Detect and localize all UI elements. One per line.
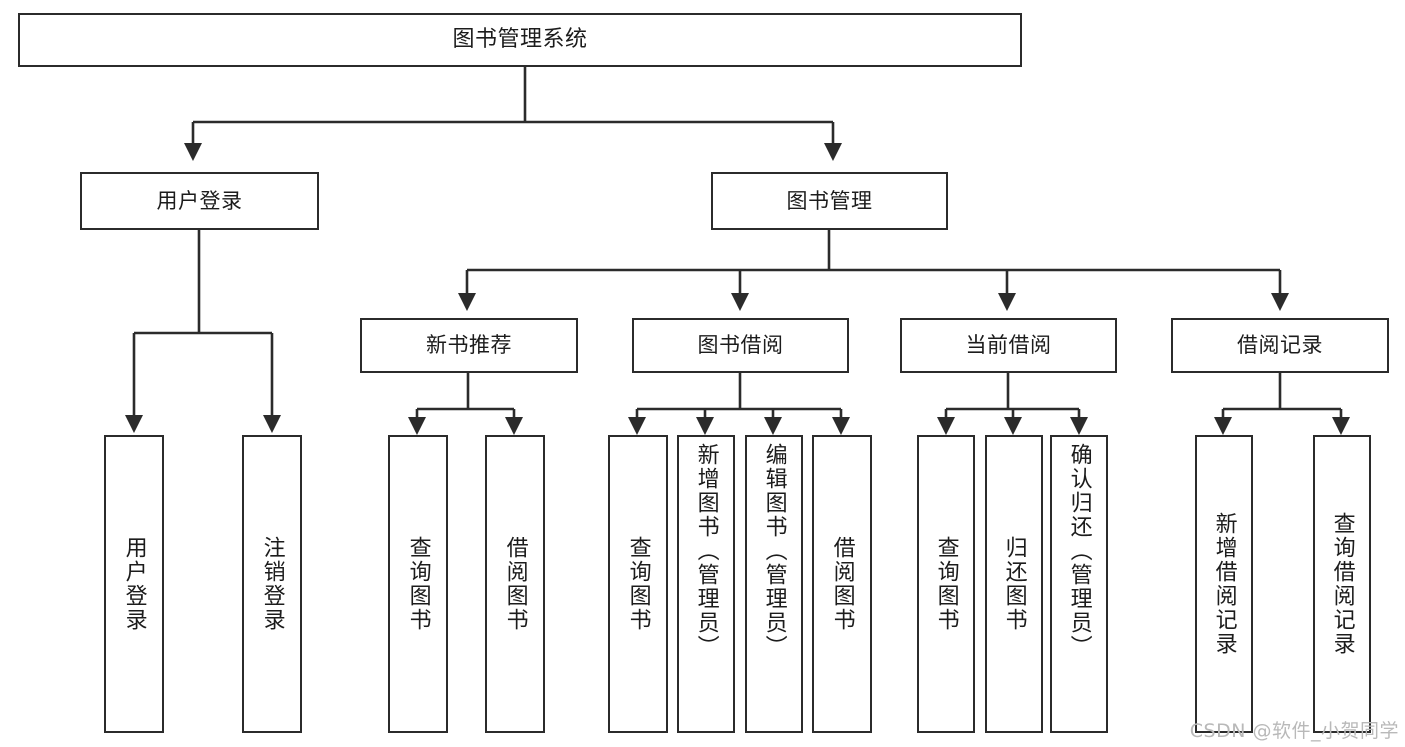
node-label: 查询借阅记录 bbox=[1329, 512, 1355, 656]
node-book-borrow[interactable]: 图书借阅 bbox=[632, 318, 849, 373]
node-label: 查询图书 bbox=[625, 536, 651, 632]
node-user-login[interactable]: 用户登录 bbox=[80, 172, 319, 230]
node-label: 借阅记录 bbox=[1237, 333, 1323, 358]
leaf-book-borrow-edit-book-admin[interactable]: 编辑图书（管理员） bbox=[745, 435, 803, 733]
leaf-borrow-record-add-record[interactable]: 新增借阅记录 bbox=[1195, 435, 1253, 733]
node-root-book-management-system[interactable]: 图书管理系统 bbox=[18, 13, 1022, 67]
node-label: 编辑图书（管理员） bbox=[761, 443, 787, 659]
leaf-user-login-logout[interactable]: 注销登录 bbox=[242, 435, 302, 733]
node-label: 查询图书 bbox=[933, 536, 959, 632]
node-label: 查询图书 bbox=[405, 536, 431, 632]
node-label: 借阅图书 bbox=[502, 536, 528, 632]
node-book-management[interactable]: 图书管理 bbox=[711, 172, 948, 230]
leaf-book-borrow-borrow-book[interactable]: 借阅图书 bbox=[812, 435, 872, 733]
node-label: 当前借阅 bbox=[965, 333, 1052, 358]
node-label: 图书管理 bbox=[786, 188, 873, 213]
leaf-borrow-record-query-record[interactable]: 查询借阅记录 bbox=[1313, 435, 1371, 733]
leaf-book-borrow-add-book-admin[interactable]: 新增图书（管理员） bbox=[677, 435, 735, 733]
node-label: 新增图书（管理员） bbox=[693, 443, 719, 659]
node-label: 新增借阅记录 bbox=[1211, 512, 1237, 656]
leaf-user-login-login[interactable]: 用户登录 bbox=[104, 435, 164, 733]
leaf-book-borrow-query-book[interactable]: 查询图书 bbox=[608, 435, 668, 733]
node-label: 图书借阅 bbox=[697, 333, 784, 358]
node-label: 图书管理系统 bbox=[452, 27, 588, 53]
node-label: 用户登录 bbox=[121, 536, 147, 632]
node-new-book-recommend[interactable]: 新书推荐 bbox=[360, 318, 578, 373]
node-label: 注销登录 bbox=[259, 536, 285, 632]
leaf-current-borrow-return-book[interactable]: 归还图书 bbox=[985, 435, 1043, 733]
node-label: 归还图书 bbox=[1001, 536, 1027, 632]
node-label: 新书推荐 bbox=[426, 333, 512, 358]
leaf-new-book-borrow-book[interactable]: 借阅图书 bbox=[485, 435, 545, 733]
node-borrow-record[interactable]: 借阅记录 bbox=[1171, 318, 1389, 373]
node-label: 用户登录 bbox=[156, 188, 243, 213]
watermark-text: CSDN @软件_小贺同学 bbox=[1189, 720, 1399, 742]
leaf-new-book-query-book[interactable]: 查询图书 bbox=[388, 435, 448, 733]
node-current-borrow[interactable]: 当前借阅 bbox=[900, 318, 1117, 373]
leaf-current-borrow-confirm-return-admin[interactable]: 确认归还（管理员） bbox=[1050, 435, 1108, 733]
node-label: 借阅图书 bbox=[829, 536, 855, 632]
leaf-current-borrow-query-book[interactable]: 查询图书 bbox=[917, 435, 975, 733]
node-label: 确认归还（管理员） bbox=[1066, 443, 1092, 659]
